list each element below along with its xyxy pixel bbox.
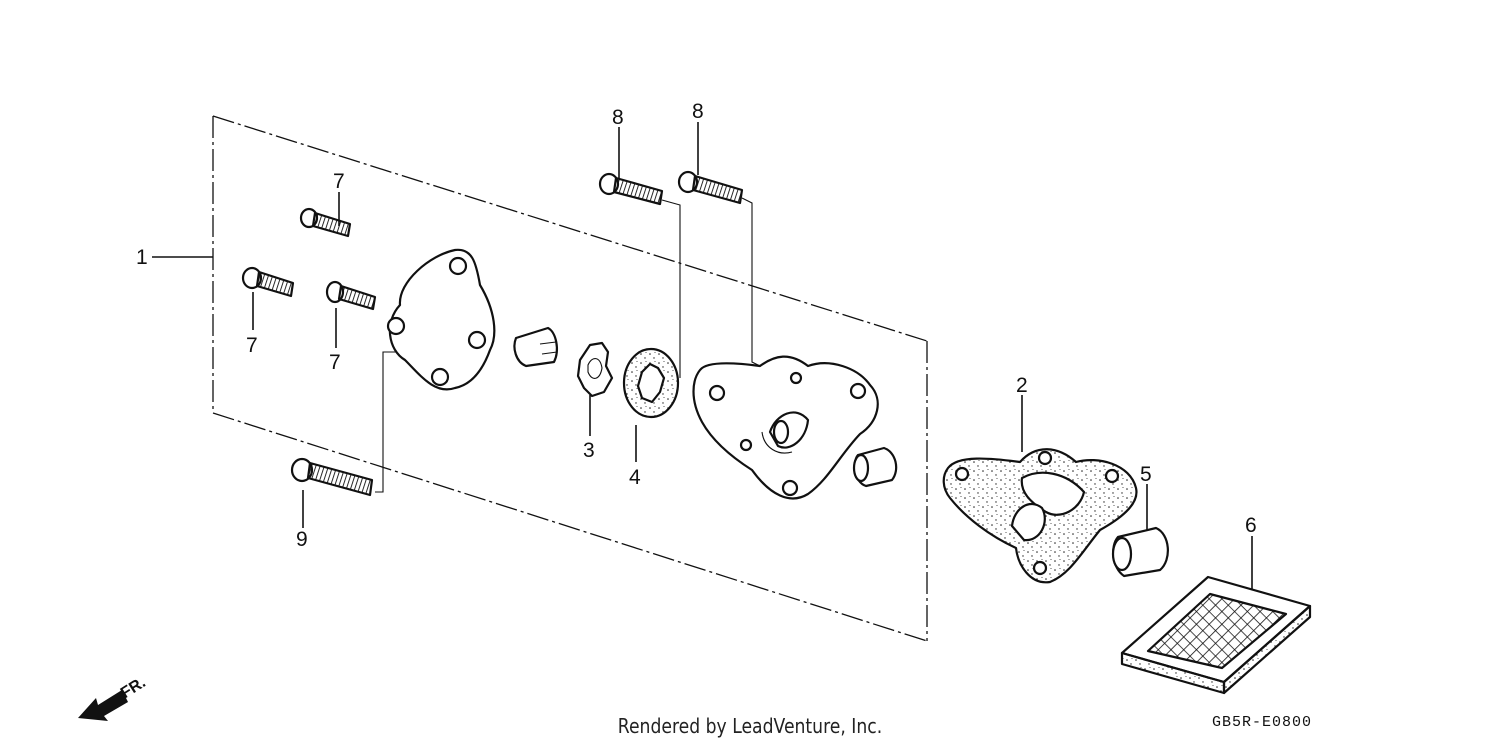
screw-7-left bbox=[241, 266, 295, 298]
callout-6: 6 bbox=[1245, 514, 1257, 537]
outer-rotor bbox=[622, 347, 680, 419]
callout-9: 9 bbox=[296, 528, 308, 551]
callout-8-left: 8 bbox=[612, 106, 624, 129]
callout-labels: 1 7 7 7 8 8 3 4 2 5 6 9 bbox=[136, 100, 1257, 551]
pump-body bbox=[692, 355, 879, 500]
render-credit: Rendered by LeadVenture, Inc. bbox=[617, 714, 883, 738]
bolt-8-right bbox=[677, 170, 744, 205]
callout-8-right: 8 bbox=[692, 100, 704, 123]
pump-cover bbox=[386, 248, 496, 391]
callout-1: 1 bbox=[136, 246, 148, 269]
inner-rotor bbox=[576, 341, 614, 398]
pump-shaft bbox=[513, 326, 558, 368]
oil-screen bbox=[1120, 575, 1312, 695]
screw-7-top bbox=[299, 207, 352, 238]
assembly-outline bbox=[212, 115, 928, 642]
bolt-8-left bbox=[598, 172, 664, 206]
dowel-bushing bbox=[852, 446, 898, 488]
diagram-code: GB5R-E0800 bbox=[1212, 714, 1313, 731]
callout-7-middle: 7 bbox=[329, 351, 341, 374]
gasket bbox=[942, 448, 1138, 584]
callout-3: 3 bbox=[583, 439, 595, 462]
callout-4: 4 bbox=[629, 466, 641, 489]
bolt-9 bbox=[290, 457, 374, 497]
callout-2: 2 bbox=[1016, 374, 1028, 397]
callout-7-top: 7 bbox=[333, 170, 345, 193]
callout-5: 5 bbox=[1140, 463, 1152, 486]
screw-7-middle bbox=[325, 280, 377, 311]
oil-seal bbox=[1111, 526, 1169, 578]
callout-7-left: 7 bbox=[246, 334, 258, 357]
